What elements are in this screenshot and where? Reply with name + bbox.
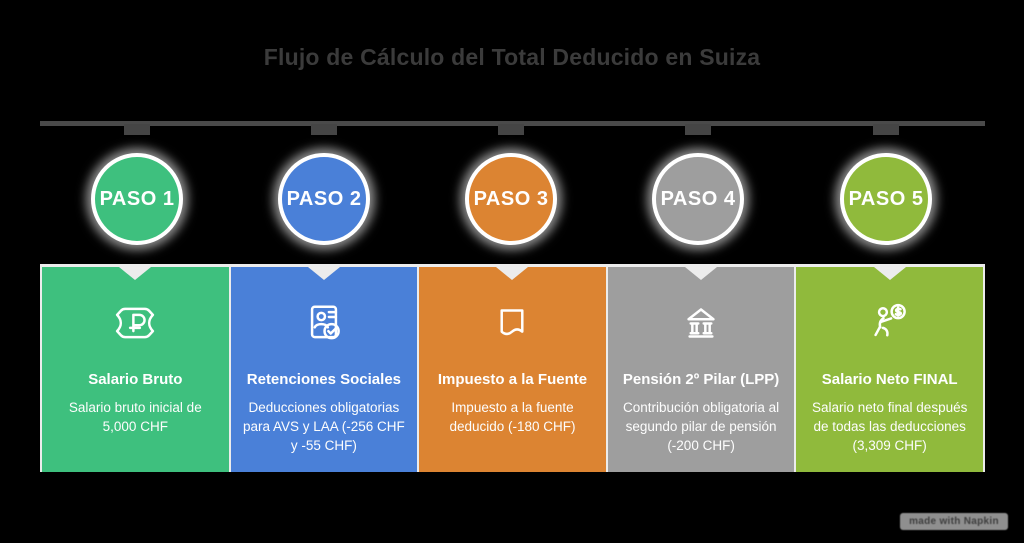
step-circle-3: PASO 3 (465, 153, 557, 245)
step-circle-2: PASO 2 (278, 153, 370, 245)
step-card-4: Pensión 2º Pilar (LPP) Contribución obli… (607, 267, 795, 472)
step-label: PASO 3 (473, 187, 549, 210)
timeline-tick (685, 124, 711, 135)
card-body: Salario neto final después de todas las … (811, 400, 968, 453)
step-label: PASO 1 (99, 187, 175, 210)
card-title: Salario Bruto (88, 371, 183, 388)
card-body: Salario bruto inicial de 5,000 CHF (68, 400, 202, 434)
step-label: PASO 5 (848, 187, 924, 210)
card-body: Contribución obligatoria al segundo pila… (623, 400, 780, 453)
step-label: PASO 2 (286, 187, 362, 210)
watermark-badge: made with Napkin (900, 513, 1008, 530)
receipt-icon (486, 297, 538, 349)
card-title: Salario Neto FINAL (821, 371, 958, 388)
id-card-check-icon (298, 297, 350, 349)
banknote-icon (109, 297, 161, 349)
timeline-tick (124, 124, 150, 135)
step-card-5: Salario Neto FINAL Salario neto final de… (796, 267, 983, 472)
timeline-line (40, 121, 985, 126)
step-circle-1: PASO 1 (91, 153, 183, 245)
card-body: Deducciones obligatorias para AVS y LAA … (242, 400, 405, 453)
step-circle-4: PASO 4 (652, 153, 744, 245)
card-title: Impuesto a la Fuente (437, 371, 588, 388)
step-card-1: Salario Bruto Salario bruto inicial de 5… (42, 267, 229, 472)
step-card-2: Retenciones Sociales Deducciones obligat… (230, 267, 418, 472)
cards-row: Salario Bruto Salario bruto inicial de 5… (40, 264, 985, 472)
card-body: Impuesto a la fuente deducido (-180 CHF) (449, 400, 576, 434)
card-title: Retenciones Sociales (246, 371, 401, 388)
step-circle-5: PASO 5 (840, 153, 932, 245)
step-card-3: Impuesto a la Fuente Impuesto a la fuent… (419, 267, 606, 472)
step-label: PASO 4 (660, 187, 736, 210)
card-title: Pensión 2º Pilar (LPP) (622, 371, 780, 388)
timeline-tick (873, 124, 899, 135)
timeline-tick (498, 124, 524, 135)
page-title: Flujo de Cálculo del Total Deducido en S… (263, 44, 761, 70)
timeline-tick (311, 124, 337, 135)
bank-icon (675, 297, 727, 349)
person-money-icon (864, 297, 916, 349)
